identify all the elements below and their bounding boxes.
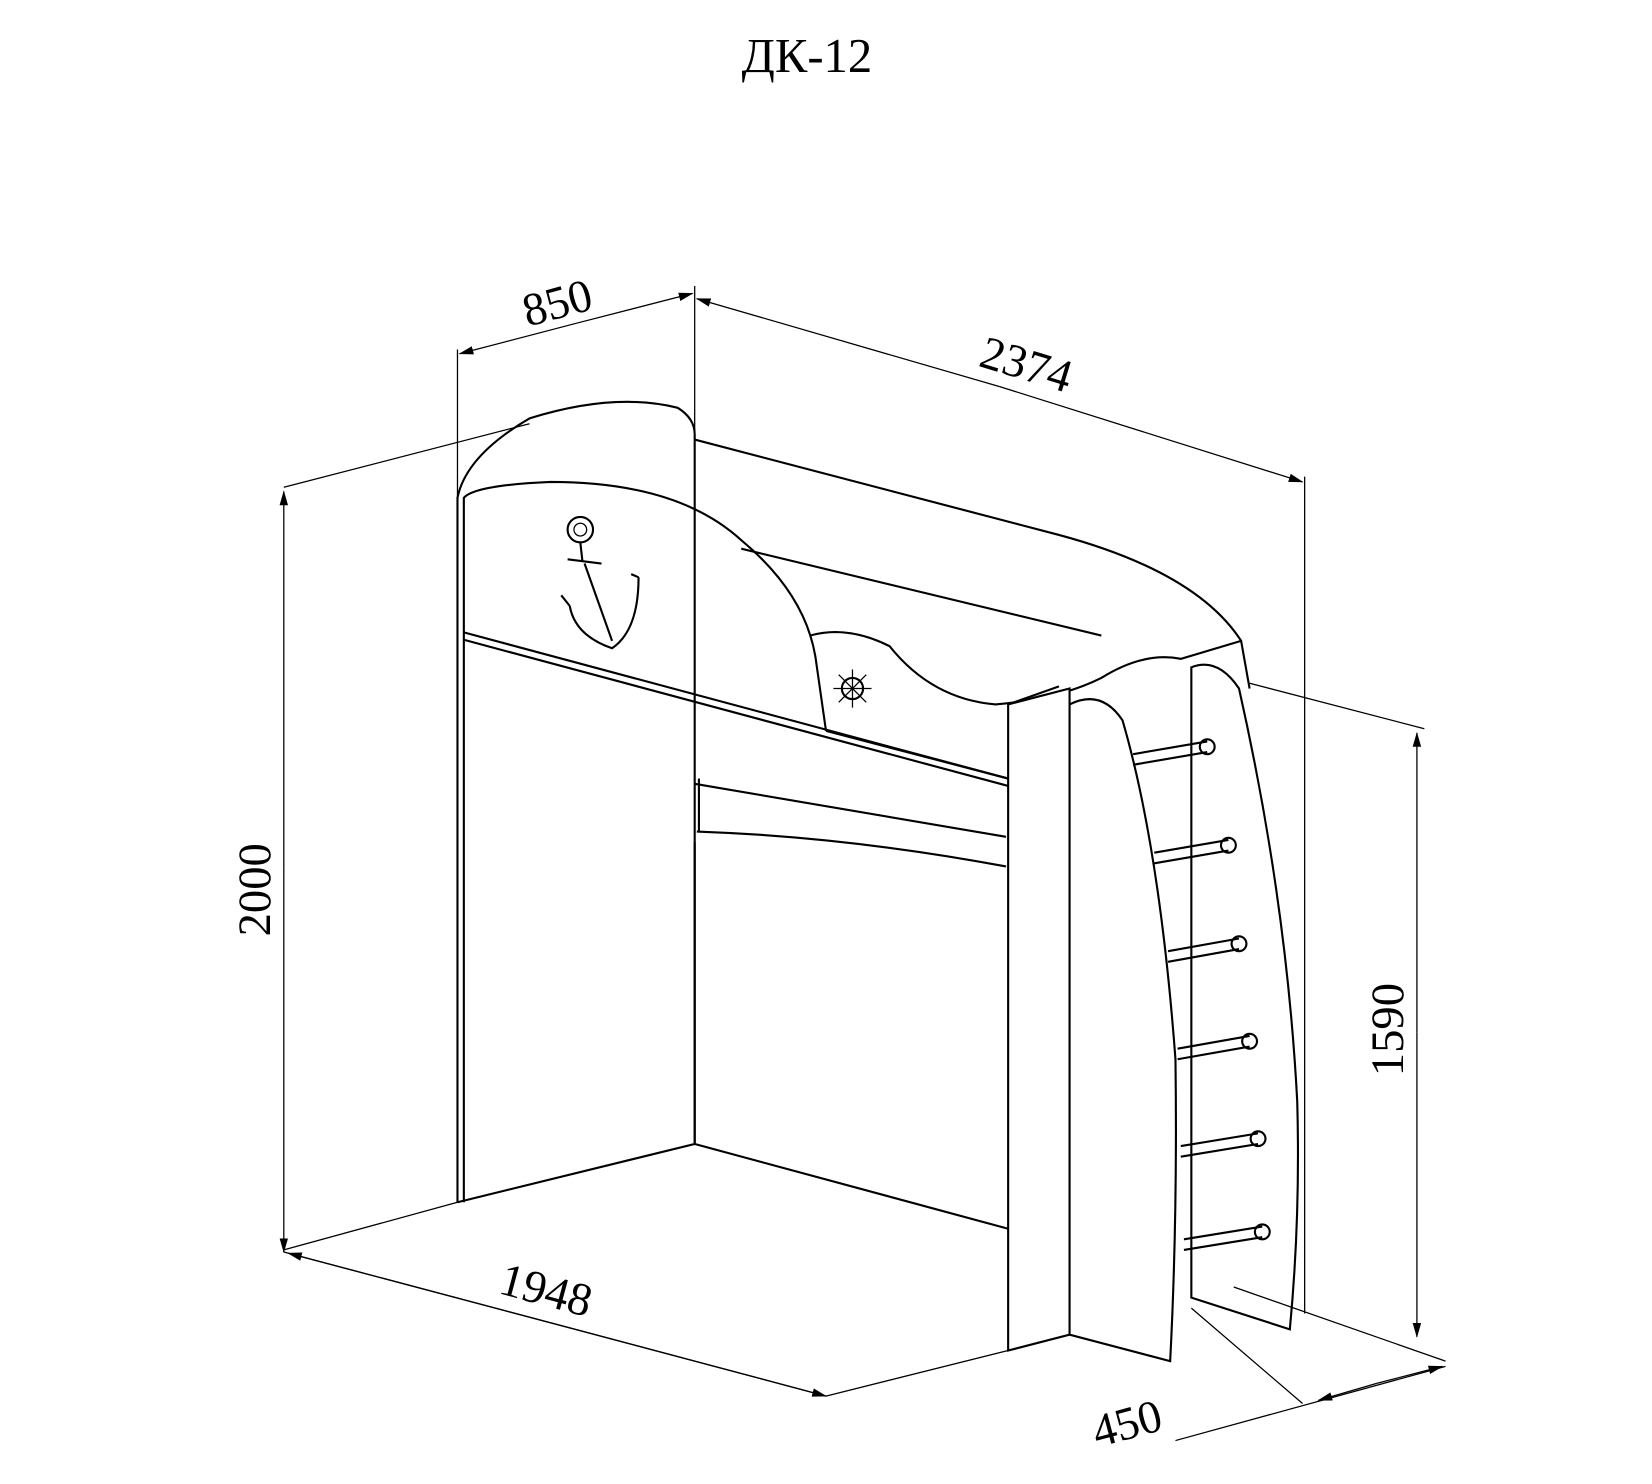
front-guard-rail [741,547,1242,780]
ladder [1068,663,1300,1363]
dimension-lines [279,285,1446,1442]
front-leg [1007,685,1071,1352]
anchor-icon [560,515,640,650]
ship-wheel-icon [833,669,872,708]
dim-length-top: 2374 [974,326,1078,403]
dim-length-bottom: 1948 [494,1253,597,1327]
dim-ladder-depth: 450 [1087,1390,1168,1458]
dim-height-ladder: 1590 [1362,983,1414,1076]
ladder-rungs [1132,738,1271,1251]
dim-depth-top: 850 [517,269,598,337]
dim-height-total: 2000 [229,843,281,936]
left-headboard [456,400,1009,1204]
drawing-title: ДК-12 [742,29,873,83]
